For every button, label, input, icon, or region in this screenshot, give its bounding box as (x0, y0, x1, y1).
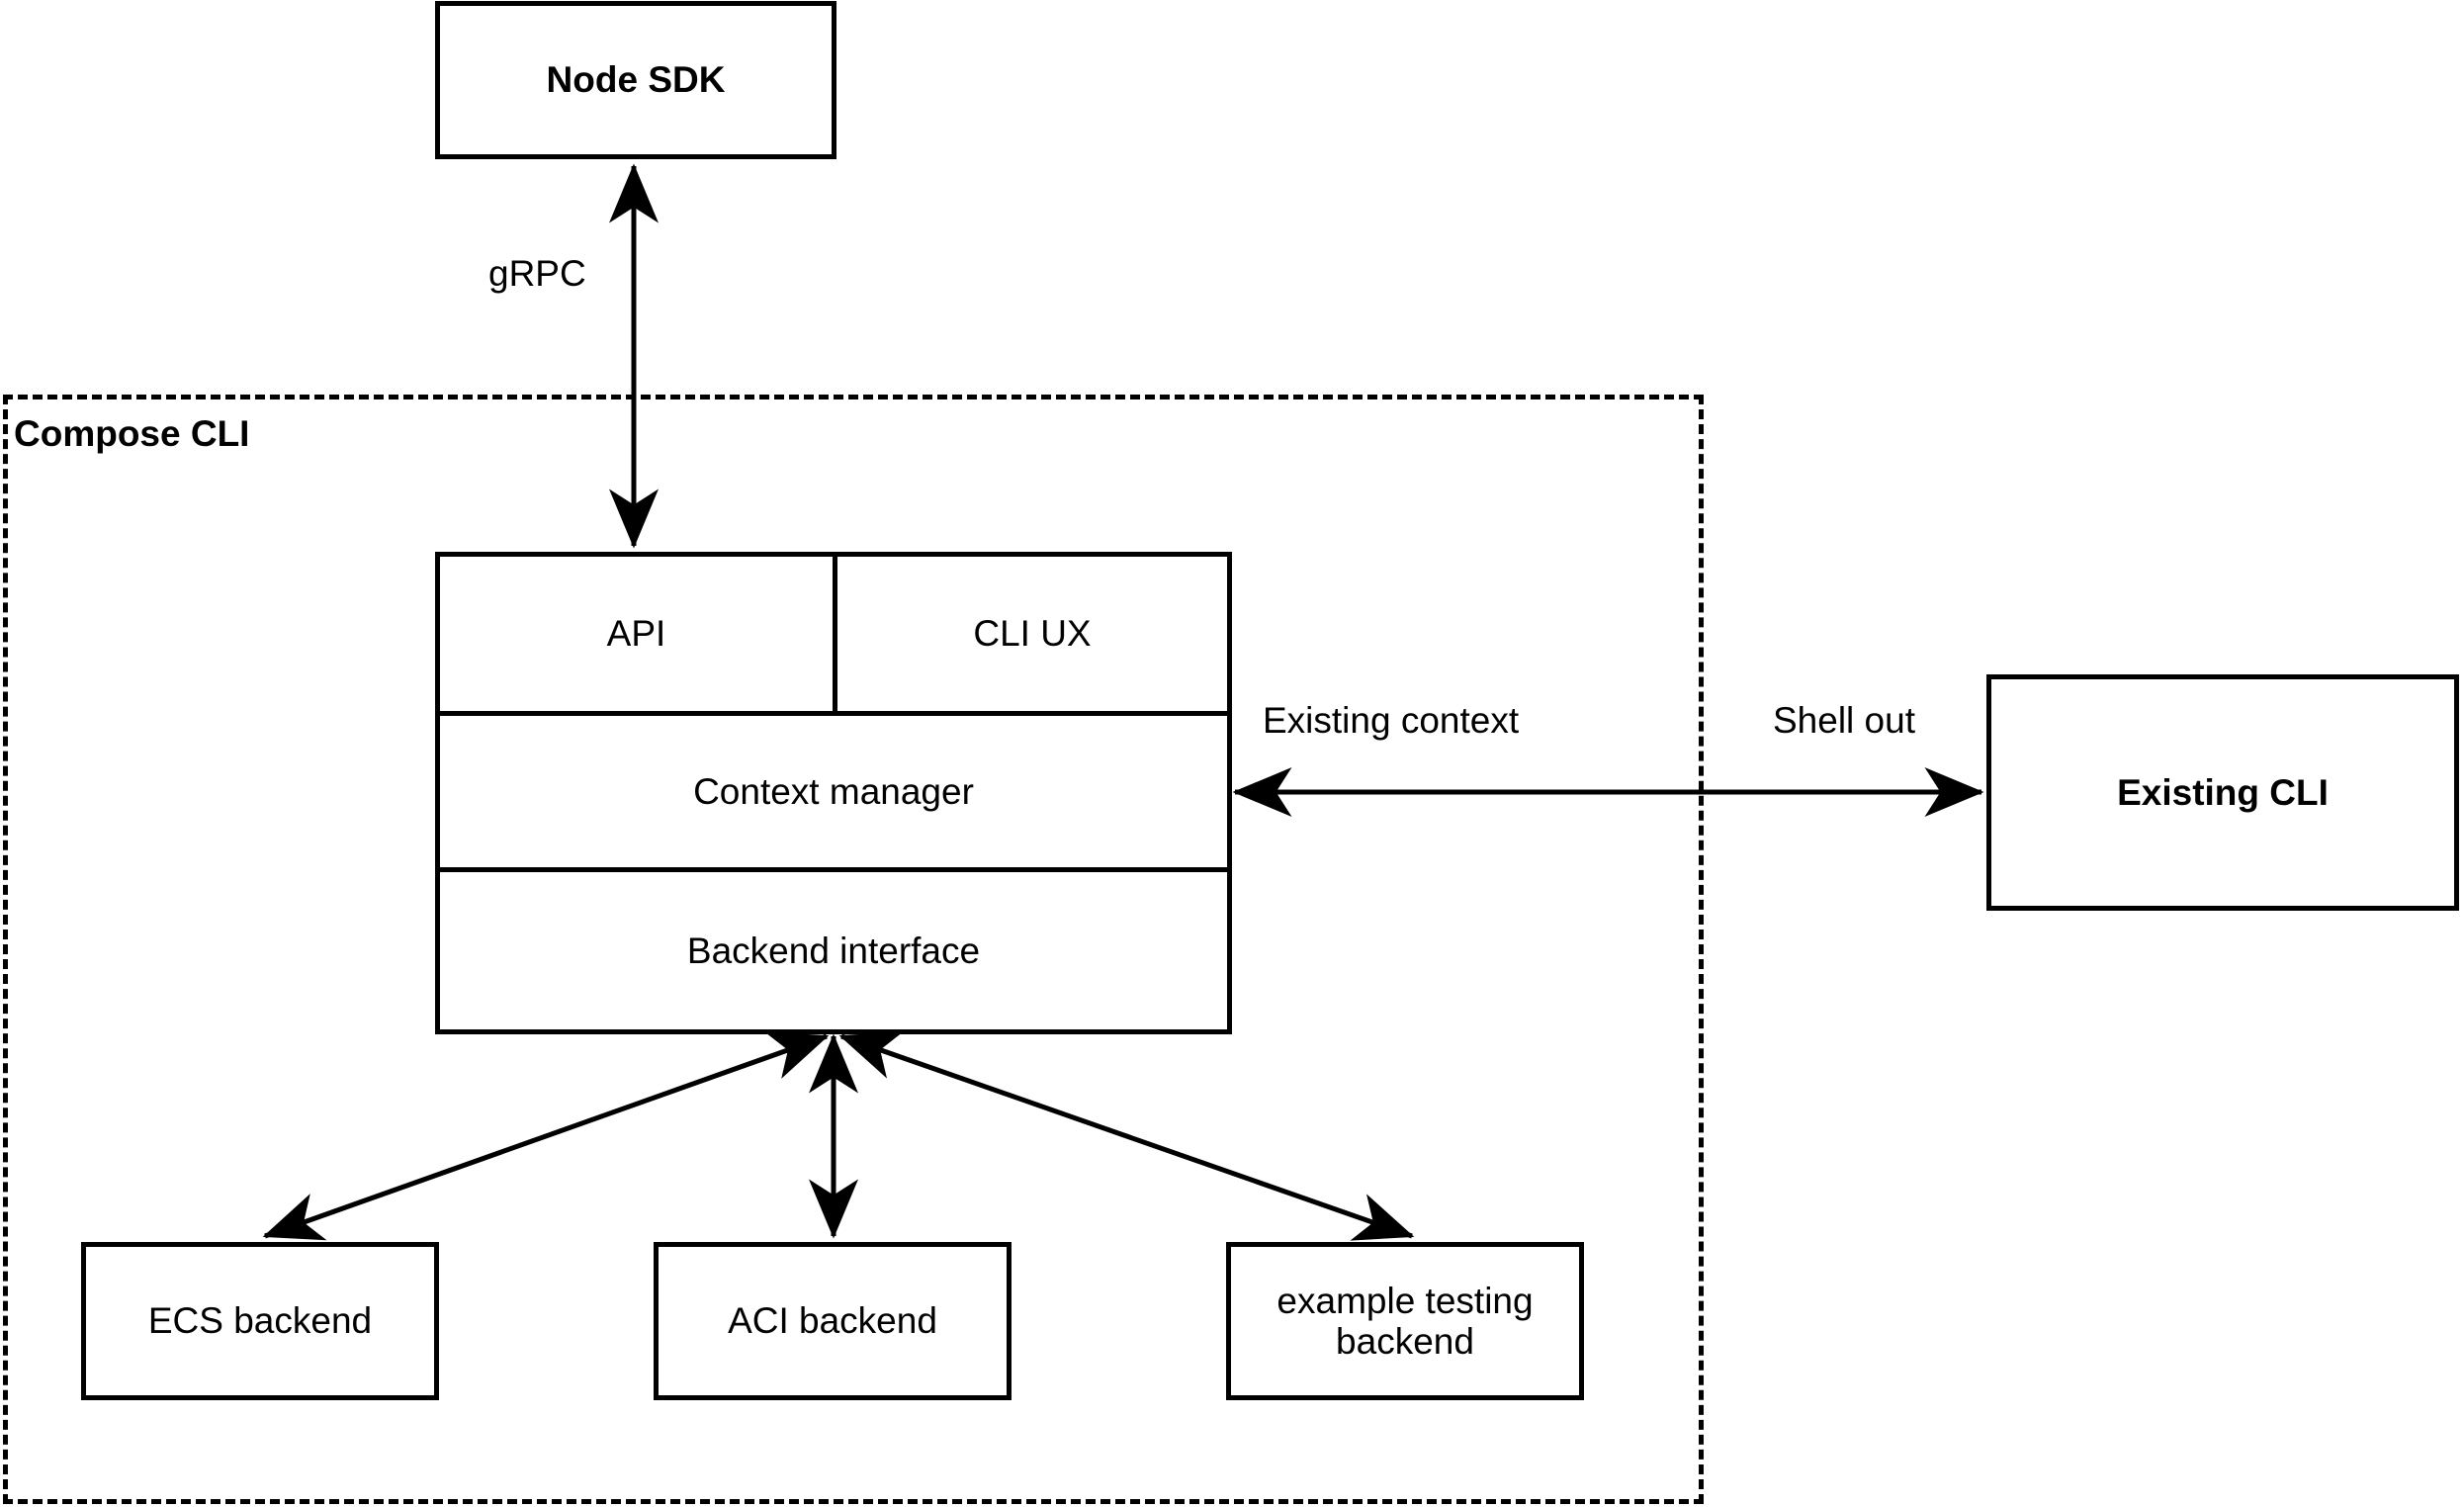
node-cli-ux-label: CLI UX (973, 613, 1092, 654)
edge-label-grpc: gRPC (488, 253, 586, 294)
node-cli-ux[interactable]: CLI UX (837, 557, 1227, 711)
node-node-sdk-label: Node SDK (546, 59, 726, 100)
node-context-manager-label: Context manager (693, 770, 974, 812)
edge-label-shell-out: Shell out (1773, 700, 1915, 741)
node-example-testing-backend[interactable]: example testing backend (1226, 1242, 1584, 1400)
node-example-testing-backend-label-line1: example testing (1276, 1280, 1534, 1321)
divider-api-cliux (833, 557, 837, 711)
node-backend-interface-label: Backend interface (686, 930, 981, 971)
edge-label-existing-context: Existing context (1263, 700, 1520, 741)
node-existing-cli-label: Existing CLI (2117, 771, 2329, 813)
node-aci-backend[interactable]: ACI backend (654, 1242, 1012, 1400)
divider-row-2 (440, 867, 1227, 872)
node-existing-cli[interactable]: Existing CLI (1986, 674, 2459, 911)
node-backend-interface[interactable]: Backend interface (440, 872, 1227, 1029)
node-api[interactable]: API (440, 557, 833, 711)
node-context-manager[interactable]: Context manager (440, 716, 1227, 867)
node-api-label: API (606, 613, 666, 654)
node-aci-backend-label: ACI backend (728, 1300, 937, 1341)
node-ecs-backend-label: ECS backend (147, 1300, 373, 1341)
node-node-sdk[interactable]: Node SDK (435, 1, 836, 159)
node-example-testing-backend-label-line2: backend (1336, 1321, 1474, 1362)
divider-row-1 (440, 711, 1227, 716)
group-compose-cli-label: Compose CLI (12, 413, 252, 455)
group-compose-cli (3, 395, 1704, 1504)
node-ecs-backend[interactable]: ECS backend (81, 1242, 439, 1400)
